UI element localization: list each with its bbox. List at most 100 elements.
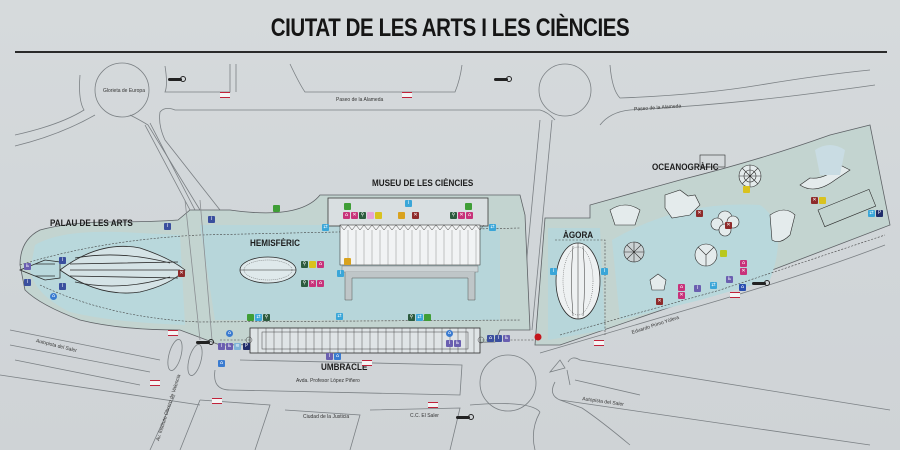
restaurant-icon: ✕ [696, 210, 703, 217]
parking-icon[interactable]: P [876, 210, 883, 217]
arrow-icon: ⇄ [868, 210, 875, 217]
label-museu-de-les-ciencies: MUSEU DE LES CIÈNCIES [372, 178, 474, 188]
info-icon: i [164, 223, 171, 230]
cafe-icon [819, 197, 826, 204]
coin-icon [344, 258, 351, 265]
arrow-icon: ⇄ [710, 282, 717, 289]
baby-icon [367, 212, 374, 219]
valenbisi-bike-icon[interactable] [168, 76, 186, 82]
emt-bus-stop-icon[interactable] [730, 292, 740, 298]
restaurant-icon: ✕ [178, 270, 185, 277]
hemisferic-building [239, 256, 297, 284]
shop-icon: ⌂ [678, 284, 685, 291]
park-icon [465, 203, 472, 210]
agora-building [555, 242, 601, 320]
info-icon: i [24, 279, 31, 286]
palau-de-les-arts-building [18, 245, 186, 294]
shop-icon: ⌂ [740, 260, 747, 267]
cafe-icon [743, 186, 750, 193]
info-icon: i [59, 283, 66, 290]
wheelchair-icon: ♿ [24, 263, 31, 270]
emt-bus-stop-icon[interactable] [402, 92, 412, 98]
wheelchair-icon: ♿ [454, 340, 461, 347]
info-icon: i [694, 285, 701, 292]
label-palau-de-les-arts: PALAU DE LES ARTS [50, 218, 133, 228]
info-icon: i [550, 268, 557, 275]
wifi-icon: ≋ [234, 343, 241, 350]
emt-bus-stop-icon[interactable] [168, 330, 178, 336]
shop-icon: ⌂ [226, 330, 233, 337]
restaurant-icon: ✕ [811, 197, 818, 204]
park-icon [344, 203, 351, 210]
info-icon: i [208, 216, 215, 223]
shop-icon: ⌂ [317, 261, 324, 268]
info-icon: i [218, 343, 225, 350]
shop-icon: ⌂ [334, 353, 341, 360]
emt-bus-stop-icon[interactable] [212, 398, 222, 404]
park-icon [247, 314, 254, 321]
label-agora: ÀGORA [563, 230, 594, 240]
emt-bus-stop-icon[interactable] [428, 402, 438, 408]
info-icon: i [446, 340, 453, 347]
info-icon: i [405, 200, 412, 207]
shop-icon: ⌂ [739, 284, 746, 291]
restaurant-icon: ✕ [412, 212, 419, 219]
label-ciudad-de-la-justicia: Ciudad de la Justicia [303, 414, 350, 420]
toilets-icon: ⚲ [263, 314, 270, 321]
arrow-icon: ⇄ [489, 224, 496, 231]
wheelchair-icon: ♿ [503, 335, 510, 342]
valenbisi-bike-icon[interactable] [752, 280, 770, 286]
cafe-icon [309, 261, 316, 268]
cafe-icon [375, 212, 382, 219]
toilets-icon: ⚲ [408, 314, 415, 321]
wheelchair-icon: ♿ [726, 276, 733, 283]
info-icon: i [59, 257, 66, 264]
parking-icon[interactable]: P [243, 343, 250, 350]
info-icon: i [326, 353, 333, 360]
label-oceanografic: OCEANOGRÀFIC [652, 162, 719, 172]
restaurant-icon: ✕ [740, 268, 747, 275]
arrow-icon: ⇄ [322, 224, 329, 231]
valenbisi-bike-icon[interactable] [196, 339, 214, 345]
restaurant-icon: ✕ [725, 222, 732, 229]
restaurant-icon: ✕ [458, 212, 465, 219]
valenbisi-bike-icon[interactable] [456, 414, 474, 420]
valenbisi-bike-icon[interactable] [494, 76, 512, 82]
shop-icon: ⌂ [487, 335, 494, 342]
restaurant-icon: ✕ [656, 298, 663, 305]
label-paseo-alameda-1: Paseo de la Alameda [336, 97, 384, 103]
map-title: CIUTAT DE LES ARTS I LES CIÈNCIES [270, 14, 630, 42]
shop-icon: ⌂ [446, 330, 453, 337]
road-network [0, 62, 891, 450]
label-umbracle: UMBRACLE [321, 362, 368, 372]
label-glorieta-de-europa: Glorieta de Europa [103, 88, 145, 94]
arrow-icon: ⇄ [336, 313, 343, 320]
coin-icon [398, 212, 405, 219]
emt-bus-stop-icon[interactable] [594, 340, 604, 346]
label-hemisferic: HEMISFÈRIC [250, 238, 300, 248]
restaurant-icon: ✕ [351, 212, 358, 219]
info-icon: i [495, 335, 502, 342]
arrow-icon: ⇄ [255, 314, 262, 321]
title-divider [15, 51, 887, 53]
wheelchair-icon: ♿ [226, 343, 233, 350]
shop-icon: ⌂ [317, 280, 324, 287]
label-avda-lopez-pinero: Avda. Profesor López Piñero [296, 378, 360, 384]
umbracle-structure [245, 327, 485, 354]
shop-icon: ⌂ [466, 212, 473, 219]
shop-icon: ⌂ [218, 360, 225, 367]
cafe-icon [720, 250, 727, 257]
emt-bus-stop-icon[interactable] [150, 380, 160, 386]
toilets-icon: ⚲ [301, 261, 308, 268]
toilets-icon: ⚲ [359, 212, 366, 219]
label-cc-el-saler: C.C. El Saler [410, 413, 439, 419]
emt-bus-stop-icon[interactable] [362, 360, 372, 366]
shop-icon: ⌂ [343, 212, 350, 219]
restaurant-icon: ✕ [309, 280, 316, 287]
emt-bus-stop-icon[interactable] [220, 92, 230, 98]
info-icon: i [601, 268, 608, 275]
entrance-marker [534, 333, 542, 341]
park-icon [273, 205, 280, 212]
info-icon: i [337, 270, 344, 277]
